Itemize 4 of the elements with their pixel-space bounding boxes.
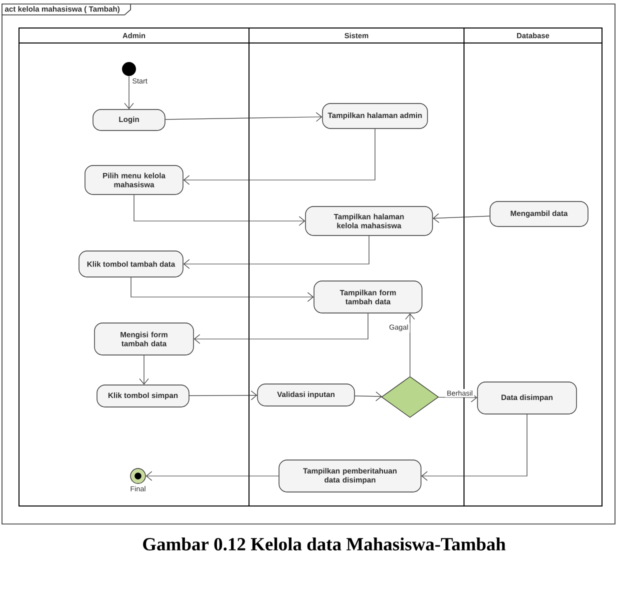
- start-node: [122, 62, 136, 76]
- end-node: [130, 468, 146, 484]
- decision-diamond: [381, 376, 439, 418]
- caption: Gambar 0.12 Kelola data Mahasiswa-Tambah: [143, 537, 506, 551]
